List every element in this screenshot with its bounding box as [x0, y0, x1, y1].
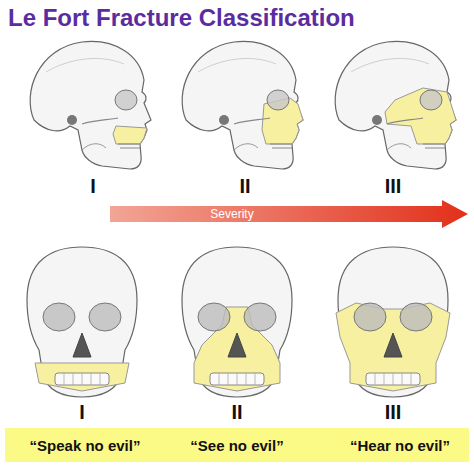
title: Le Fort Fracture Classification [8, 4, 355, 32]
lateral-skull [30, 41, 151, 169]
fracture-region [113, 126, 147, 144]
mnemonic-text: “Hear no evil” [350, 437, 450, 454]
frontal-skull [336, 247, 450, 397]
severity-arrow: Severity [110, 200, 468, 228]
type-numeral: III [385, 175, 402, 198]
type-numeral: I [79, 401, 85, 424]
lateral-skull [182, 41, 303, 169]
type-numeral: II [239, 175, 250, 198]
type-numeral: I [90, 175, 96, 198]
fracture-region [336, 303, 450, 391]
frontal-skull [27, 247, 137, 397]
lateral-skull [335, 41, 456, 169]
frontal-skull [182, 247, 292, 397]
mnemonic-band: “Speak no evil” “See no evil” “Hear no evi… [5, 428, 469, 462]
mnemonic-text: “Speak no evil” [30, 437, 141, 454]
arrow-label: Severity [210, 206, 253, 222]
mnemonic-text: “See no evil” [190, 437, 283, 454]
severity-arrow-shape [110, 200, 468, 228]
type-numeral: III [385, 401, 402, 424]
type-numeral: II [231, 401, 242, 424]
arrow-body [110, 200, 468, 228]
